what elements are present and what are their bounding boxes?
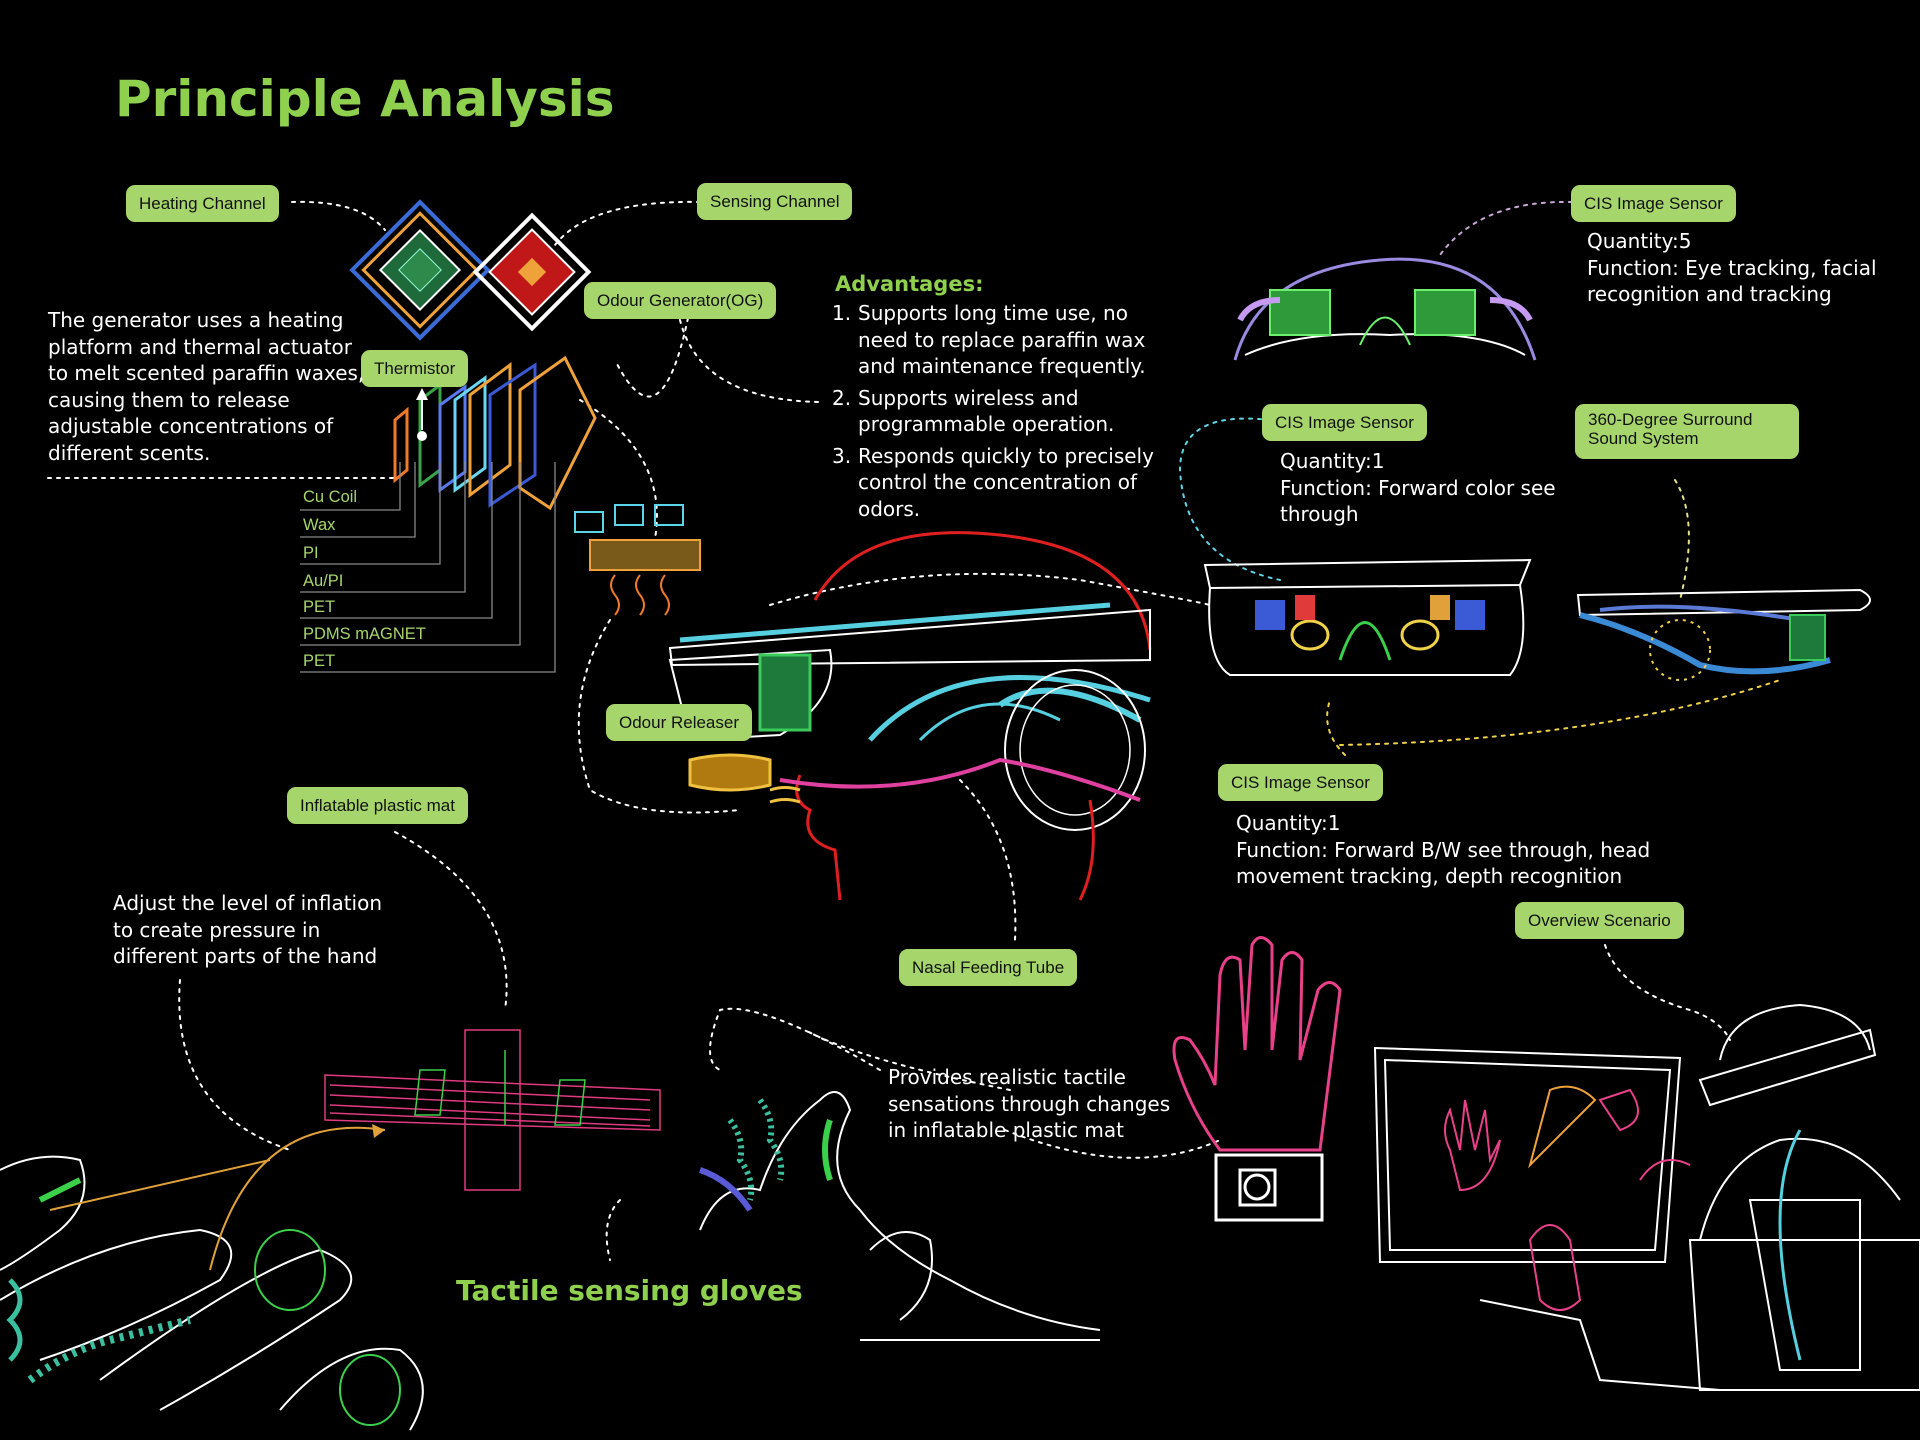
tag-nasal-feeding-tube: Nasal Feeding Tube	[899, 949, 1078, 986]
cis-bottom-description: Quantity:1 Function: Forward B/W see thr…	[1236, 811, 1651, 888]
advantages-heading: Advantages:	[835, 272, 984, 296]
og-modules	[574, 504, 701, 616]
inflatable-mat	[324, 1029, 661, 1191]
layer-label: PDMS mAGNET	[303, 625, 426, 643]
gloves-title: Tactile sensing gloves	[456, 1274, 803, 1307]
cis-top-description: Quantity:5 Function: Eye tracking, facia…	[1587, 229, 1877, 306]
inflation-description: Adjust the level of inflation to create …	[113, 891, 383, 968]
tag-odour-releaser: Odour Releaser	[606, 704, 753, 741]
vr-headset-head	[668, 531, 1152, 901]
tactile-description: Provides realistic tactile sensations th…	[888, 1065, 1171, 1142]
layer-label: PET	[303, 598, 336, 616]
tag-cis-image-sensor-top: CIS Image Sensor	[1571, 185, 1736, 222]
overview-scene	[1373, 1003, 1920, 1391]
layer-label: Cu Coil	[303, 488, 358, 506]
cis-mid-description: Quantity:1 Function: Forward color see t…	[1280, 449, 1556, 526]
glove-middle	[698, 1091, 1101, 1341]
glove-left	[0, 1124, 424, 1431]
sensing-chip	[472, 212, 592, 332]
tag-inflatable-mat: Inflatable plastic mat	[287, 787, 468, 824]
layer-leaders	[300, 462, 556, 673]
tag-overview-scenario: Overview Scenario	[1515, 902, 1684, 939]
page-title: Principle Analysis	[115, 70, 615, 128]
layer-label: PI	[303, 544, 319, 562]
tag-cis-image-sensor-bottom: CIS Image Sensor	[1218, 764, 1383, 801]
tag-surround-sound: 360-Degree Surround Sound System	[1575, 404, 1799, 459]
headset-side	[1576, 588, 1871, 681]
headset-front-mid	[1203, 558, 1532, 676]
tag-heating-channel: Heating Channel	[126, 185, 279, 222]
tag-thermistor: Thermistor	[361, 350, 469, 387]
layer-label: Au/PI	[303, 572, 344, 590]
headset-front-top	[1233, 257, 1537, 361]
heating-chip	[349, 199, 491, 341]
layer-label: PET	[303, 652, 336, 670]
glove-outline-pink	[1172, 936, 1342, 1222]
generator-description: The generator uses a heating platform an…	[48, 308, 365, 465]
tag-sensing-channel: Sensing Channel	[697, 183, 853, 220]
tag-cis-image-sensor-mid: CIS Image Sensor	[1262, 404, 1427, 441]
connector-lines	[47, 200, 1781, 1261]
layer-label: Wax	[303, 516, 336, 534]
tag-odour-generator: Odour Generator(OG)	[584, 282, 777, 319]
